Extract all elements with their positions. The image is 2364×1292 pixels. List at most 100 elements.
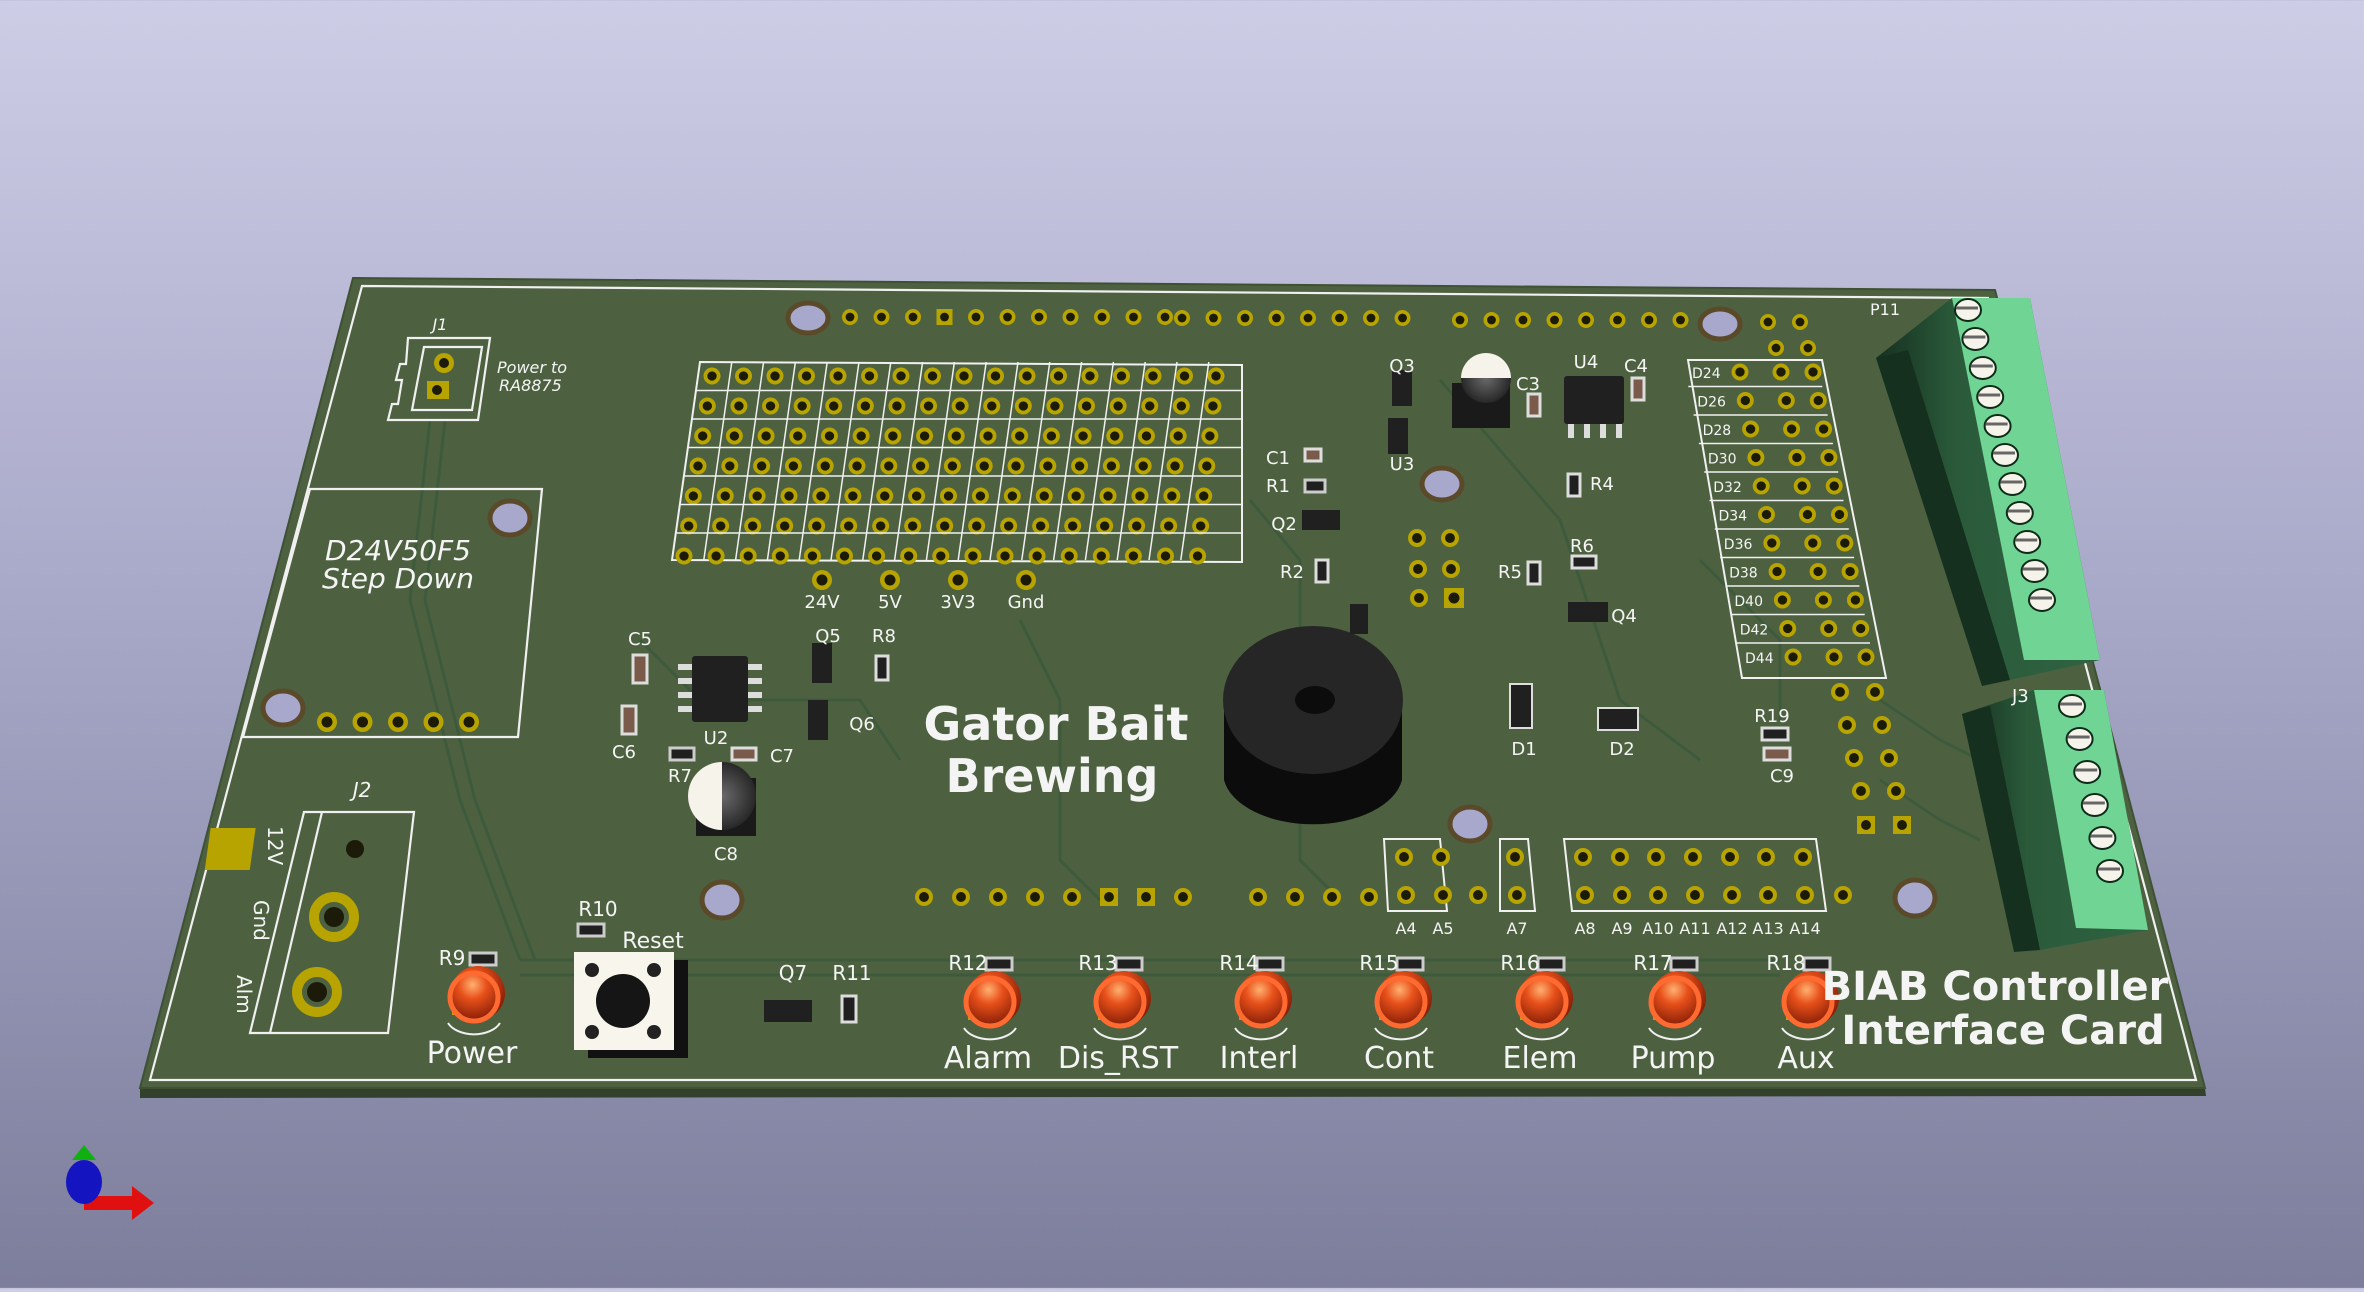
analog-label-a14: A14: [1789, 919, 1820, 938]
j2-pin-12v: 12V: [263, 826, 287, 865]
c4-label: C4: [1624, 356, 1648, 377]
analog-label-a11: A11: [1679, 919, 1710, 938]
r2-label: R2: [1280, 562, 1304, 583]
u2-label: U2: [704, 728, 729, 749]
digital-label-d26: D26: [1697, 395, 1726, 411]
terminal-block-j3[interactable]: J3: [1962, 686, 2148, 952]
led-res-r15: R15: [1359, 951, 1398, 975]
terminal-block-top[interactable]: P11: [1870, 298, 2100, 686]
rail-label-24v: 24V: [804, 592, 840, 613]
brand-line1: Gator Bait: [924, 697, 1189, 751]
pcb-board: [138, 276, 2207, 1098]
led-res-r9: R9: [439, 946, 466, 970]
digital-label-d40: D40: [1734, 594, 1763, 610]
c1-label: C1: [1266, 448, 1290, 469]
analog-label-a5: A5: [1432, 919, 1453, 938]
c8-label: C8: [714, 844, 738, 865]
reset-button[interactable]: Reset R10: [574, 897, 688, 1058]
digital-label-d38: D38: [1729, 566, 1758, 582]
stepdown-line1: D24V50F5: [325, 534, 471, 567]
q7-label: Q7: [779, 961, 807, 985]
analog-label-a7: A7: [1506, 919, 1527, 938]
led-label-aux: Aux: [1777, 1041, 1834, 1076]
c6-label: C6: [612, 742, 636, 763]
q6-label: Q6: [849, 714, 875, 735]
u2-chip: [692, 656, 748, 722]
u4-label: U4: [1574, 352, 1599, 373]
rail-label-3v3: 3V3: [940, 592, 975, 613]
led-label-pump: Pump: [1631, 1041, 1716, 1076]
u3-label: U3: [1390, 454, 1415, 475]
digital-label-d34: D34: [1719, 509, 1748, 525]
digital-label-d24: D24: [1692, 366, 1721, 382]
top-header-pads: [842, 309, 1816, 356]
rail-label-5v: 5V: [878, 592, 902, 613]
digital-label-d36: D36: [1724, 537, 1753, 553]
c5-label: C5: [628, 629, 652, 650]
r5-label: R5: [1498, 562, 1522, 583]
led-res-r14: R14: [1219, 951, 1258, 975]
buzzer: [1223, 626, 1403, 825]
r10-label: R10: [578, 897, 617, 921]
right-header-pads: [1831, 683, 1911, 834]
digital-label-d30: D30: [1708, 452, 1737, 468]
led-label-elem: Elem: [1503, 1041, 1578, 1076]
d1-label: D1: [1511, 739, 1536, 760]
j1-connector[interactable]: J1 Power to RA8875: [386, 315, 567, 422]
mounting-holes: [260, 300, 1938, 921]
p11-ref: P11: [1870, 300, 1900, 319]
r7-label: R7: [668, 766, 692, 787]
proto-grid: [670, 360, 1243, 565]
u2-driver-section: C5 C6 U2 R7 C7 C8 Q5 R8 Q6: [612, 626, 896, 865]
c7-label: C7: [770, 746, 794, 767]
j1-ref: J1: [430, 315, 448, 334]
led-label-power: Power: [427, 1036, 518, 1071]
c9-label: C9: [1770, 766, 1794, 787]
j1-label-line1: Power to: [497, 358, 567, 377]
analog-label-a4: A4: [1395, 919, 1416, 938]
j3-ref: J3: [2011, 686, 2029, 707]
analog-label-a12: A12: [1716, 919, 1747, 938]
analog-label-a13: A13: [1752, 919, 1783, 938]
led-res-r12: R12: [948, 951, 987, 975]
j1-label-line2: RA8875: [499, 376, 562, 395]
bottom-header-pads: [915, 888, 1378, 906]
r19-label: R19: [1754, 706, 1789, 727]
j2-ref: J2: [349, 778, 372, 802]
q7-r11: Q7 R11: [764, 961, 872, 1024]
led-res-r18: R18: [1766, 951, 1805, 975]
led-res-r13: R13: [1078, 951, 1117, 975]
c3-label: C3: [1516, 374, 1540, 395]
q5-label: Q5: [815, 626, 841, 647]
digital-label-d32: D32: [1713, 480, 1742, 496]
led-res-r16: R16: [1500, 951, 1539, 975]
led-label-alarm: Alarm: [944, 1041, 1032, 1076]
digital-label-d44: D44: [1745, 651, 1774, 667]
analog-label-a9: A9: [1611, 919, 1632, 938]
led-res-r17: R17: [1633, 951, 1672, 975]
logic-section: C1 R1 Q2 R2 Q3 U3 C3 U4 C4 R4 R5 R6 Q4 D…: [1266, 352, 1794, 787]
j2-screw-connector[interactable]: J2 12V Gnd Alm: [204, 778, 416, 1035]
axis-orientation-gizmo: [66, 1145, 154, 1220]
r4-label: R4: [1590, 474, 1614, 495]
r6-label: R6: [1570, 536, 1594, 557]
led-label-dis_rst: Dis_RST: [1058, 1041, 1179, 1076]
stepdown-line2: Step Down: [322, 562, 474, 595]
r11-label: R11: [832, 961, 871, 985]
stepdown-module-outline: D24V50F5 Step Down: [241, 487, 544, 739]
r8-label: R8: [872, 626, 896, 647]
board-title: BIAB Controller: [1822, 964, 2169, 1010]
j2-pin-alm: Alm: [232, 975, 256, 1014]
